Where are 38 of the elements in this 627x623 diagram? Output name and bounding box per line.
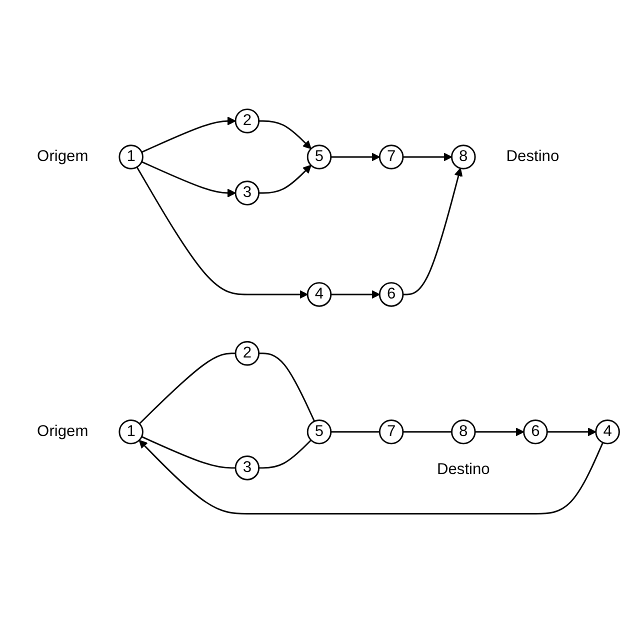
connector bbox=[138, 352, 236, 424]
arrow bbox=[141, 161, 236, 198]
node-label: Origem bbox=[37, 423, 88, 440]
node-circle: 3 bbox=[234, 456, 260, 480]
node-circle: 3 bbox=[234, 180, 260, 206]
node-circle: 7 bbox=[378, 144, 404, 170]
connector bbox=[330, 431, 380, 433]
node-circle: 8 bbox=[451, 420, 476, 444]
node-circle: 1 bbox=[118, 420, 144, 444]
node-label: Destino bbox=[436, 461, 490, 478]
node-circle: 2 bbox=[234, 108, 260, 134]
arrow bbox=[402, 168, 463, 296]
arrow bbox=[402, 152, 452, 162]
connector bbox=[141, 436, 236, 469]
arrow bbox=[138, 440, 604, 514]
arrow bbox=[136, 166, 308, 299]
arrow bbox=[475, 428, 524, 436]
node-label: Destino bbox=[506, 148, 560, 165]
arrow bbox=[547, 428, 596, 436]
node-circle: 4 bbox=[595, 420, 620, 444]
node-circle: 8 bbox=[451, 144, 476, 170]
arrow bbox=[258, 164, 312, 194]
arrow bbox=[330, 152, 380, 162]
node-circle: 7 bbox=[378, 420, 404, 444]
node-circle: 2 bbox=[234, 341, 260, 366]
arrow bbox=[141, 116, 236, 153]
node-circle: 5 bbox=[306, 144, 332, 170]
connector bbox=[258, 440, 312, 469]
connector bbox=[258, 352, 316, 422]
arrow bbox=[258, 120, 312, 150]
node-circle: 5 bbox=[306, 420, 332, 444]
node-circle: 1 bbox=[118, 144, 144, 170]
node-label: Origem bbox=[37, 148, 88, 165]
node-circle: 6 bbox=[523, 420, 548, 444]
arrow bbox=[330, 290, 380, 299]
node-circle: 6 bbox=[378, 282, 404, 307]
connector bbox=[402, 431, 452, 433]
node-circle: 4 bbox=[306, 282, 332, 307]
